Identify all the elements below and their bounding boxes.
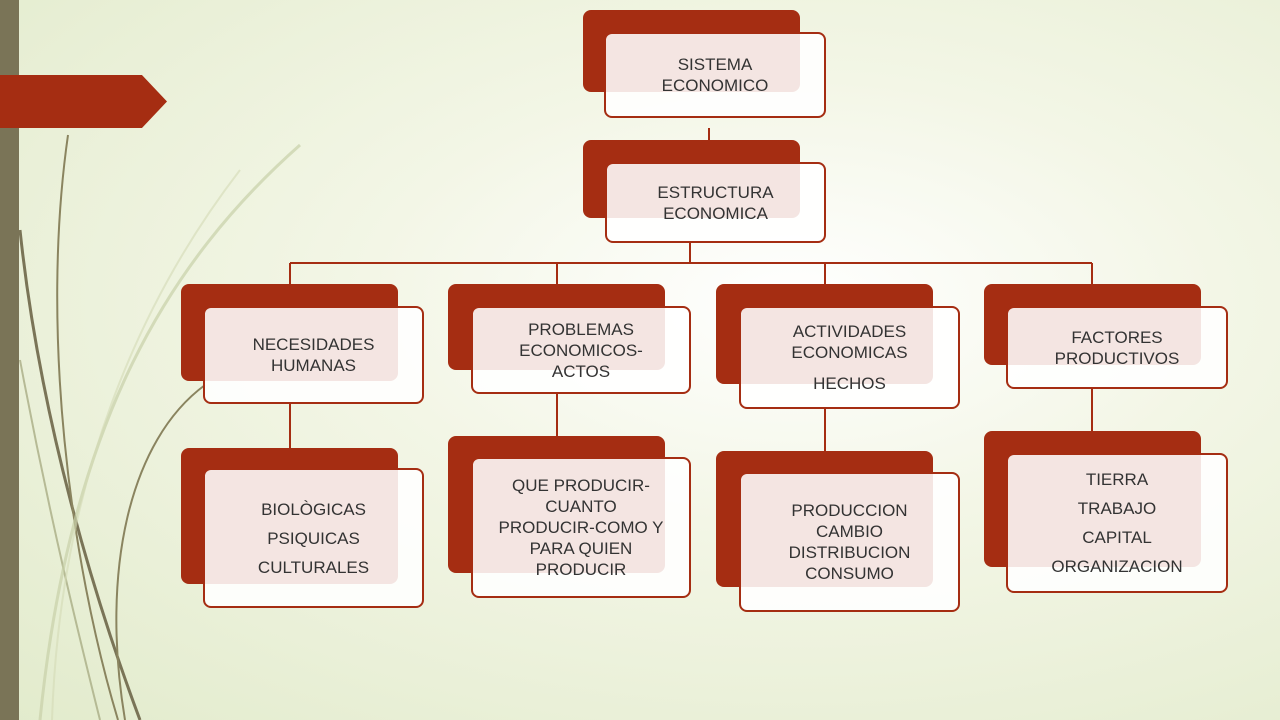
node-sistema-economico-label: SISTEMA ECONOMICO — [604, 32, 826, 118]
node-actividades-detail-label: PRODUCCION CAMBIO DISTRIBUCION CONSUMO — [739, 472, 960, 612]
arrow-tab-decoration — [0, 75, 167, 128]
node-necesidades-humanas-label: NECESIDADES HUMANAS — [203, 306, 424, 404]
node-estructura-economica-label: ESTRUCTURA ECONOMICA — [605, 162, 826, 243]
left-accent-bar — [0, 0, 19, 720]
node-actividades-economicas-label: ACTIVIDADES ECONOMICAS HECHOS — [739, 306, 960, 409]
node-problemas-detail-label: QUE PRODUCIR- CUANTO PRODUCIR-COMO Y PAR… — [471, 457, 691, 598]
node-necesidades-detail-label: BIOLÒGICAS PSIQUICAS CULTURALES — [203, 468, 424, 608]
node-factores-productivos-label: FACTORES PRODUCTIVOS — [1006, 306, 1228, 389]
node-factores-detail-label: TIERRA TRABAJO CAPITAL ORGANIZACION — [1006, 453, 1228, 593]
node-problemas-economicos-label: PROBLEMAS ECONOMICOS- ACTOS — [471, 306, 691, 394]
